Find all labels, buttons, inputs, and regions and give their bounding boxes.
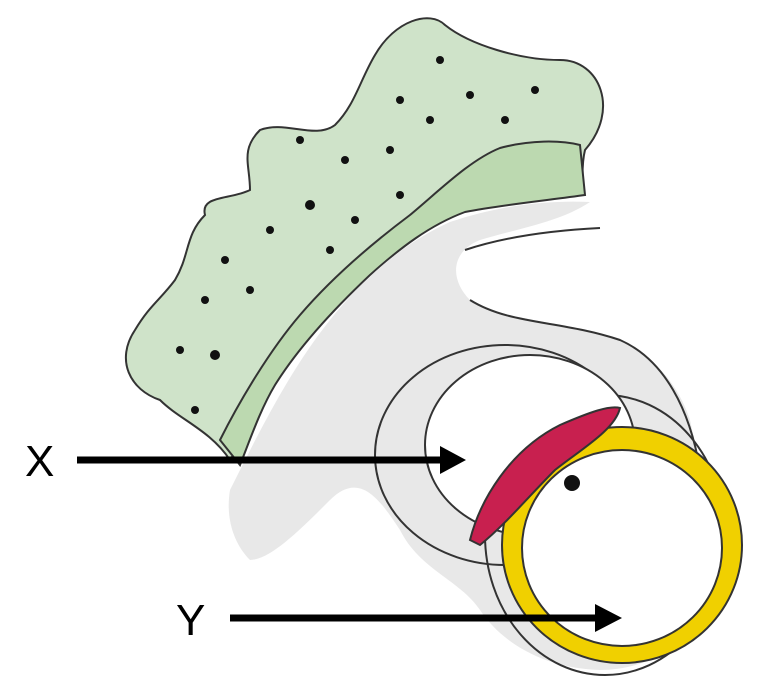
label-y: Y <box>176 596 205 645</box>
notochord-dot <box>564 475 580 491</box>
label-x: X <box>25 437 54 486</box>
